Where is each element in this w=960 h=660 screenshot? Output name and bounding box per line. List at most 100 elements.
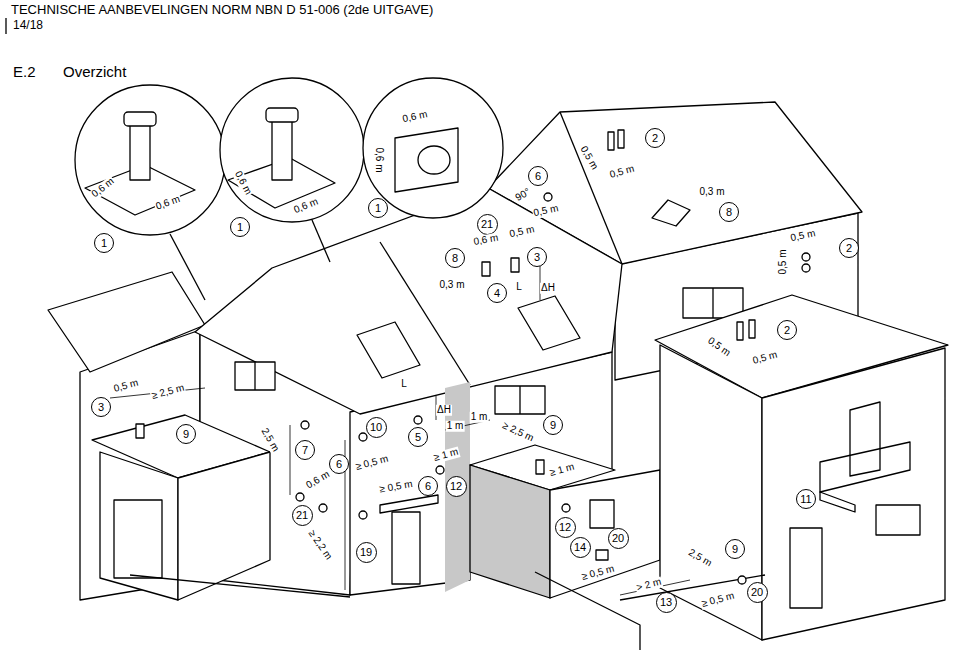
dimension-label: > 2 m — [634, 576, 663, 593]
callout-text: 19 — [360, 547, 372, 558]
window-frame — [254, 362, 255, 390]
door — [790, 528, 822, 608]
wall-duct — [820, 492, 855, 512]
chimney-cap — [124, 112, 156, 126]
balcony — [820, 442, 910, 492]
dimension-label: 0,5 m — [532, 203, 561, 219]
house-wall — [762, 348, 945, 640]
callout-text: 5 — [415, 432, 421, 443]
roof-outlet — [482, 262, 490, 276]
dimension-label: ≥ 2,5 m — [500, 420, 536, 444]
callout-text: 11 — [800, 494, 811, 505]
dimension-label: 0,5 m — [751, 349, 780, 366]
callout-text: 9 — [550, 420, 556, 431]
dimension-label: 0,5 m — [789, 228, 818, 244]
chimney-cowl — [130, 122, 150, 180]
callout-number: 20 — [608, 528, 629, 549]
dimension-label: ≥ 2,5 m — [150, 382, 187, 401]
heading-text: Overzicht — [62, 64, 127, 80]
door — [392, 512, 420, 584]
dimension-label: 0,6 m — [304, 469, 333, 492]
callout-text: 1 — [101, 238, 107, 249]
margin-bar — [5, 18, 6, 34]
dimension-label: 1 m — [470, 412, 489, 423]
callout-number: 1 — [368, 198, 388, 218]
callout-number: 10 — [366, 417, 387, 438]
dimension-label: 0,6 m — [401, 109, 430, 125]
callout-text: 21 — [296, 510, 308, 521]
annex-wall — [550, 470, 660, 598]
dimension-lines — [110, 262, 690, 595]
dimension-label: 0,3 m — [438, 280, 465, 291]
window — [590, 500, 614, 528]
roof-outlet — [136, 424, 144, 438]
dimension-label: 0,3 m — [698, 187, 725, 198]
dimension-label: ΔH — [540, 283, 556, 294]
dimension-label: 0,6 m — [154, 193, 183, 212]
window — [235, 362, 275, 390]
extension-wall — [470, 465, 550, 598]
callout-text: 9 — [732, 544, 738, 555]
dimension-label: 0,5 m — [508, 224, 537, 240]
dimension-label: 2,5 m — [686, 547, 715, 570]
chimney-cowl — [272, 118, 292, 180]
callout-number: 11 — [796, 489, 816, 509]
dimension-label: ≥ 1 m — [548, 461, 577, 478]
dormer-outlet — [652, 200, 690, 226]
detail-circle — [220, 78, 364, 222]
detail-circle — [75, 85, 225, 235]
roof-outlet — [536, 460, 544, 474]
detail-circle — [363, 78, 503, 218]
dimension-label: 0,6 m — [472, 232, 500, 247]
callout-number: 1 — [94, 233, 114, 253]
heading-text: E.2 — [12, 64, 37, 80]
callout-number: 20 — [747, 582, 768, 603]
callout-text: 9 — [183, 429, 189, 440]
window — [495, 386, 545, 414]
callout-number: 21 — [477, 214, 498, 235]
callout-number: 6 — [329, 454, 349, 474]
callout-text: 1 — [375, 203, 381, 214]
skylight — [357, 322, 420, 378]
dimension-label: 1 m — [446, 421, 465, 432]
callout-text: 20 — [751, 587, 763, 598]
callout-number: 6 — [528, 166, 548, 186]
skylight — [518, 296, 580, 350]
callout-text: 14 — [574, 542, 586, 553]
callout-number: 1 — [230, 217, 250, 237]
leader-line — [312, 220, 330, 262]
dimension-label: 0,5 m — [112, 377, 141, 394]
callout-number: 13 — [656, 592, 677, 613]
callout-text: 8 — [726, 207, 732, 218]
callout-number: 9 — [176, 424, 196, 444]
dimension-label: 0,5 m — [778, 248, 789, 275]
canopy — [380, 495, 438, 513]
callout-text: 3 — [98, 402, 104, 413]
dimension-label: ≥ 0,5 m — [580, 563, 617, 582]
wall-terminals — [296, 193, 810, 584]
callout-number: 8 — [719, 202, 739, 222]
wall-box — [596, 550, 608, 560]
dimension-label: L — [400, 379, 408, 390]
callout-number: 2 — [645, 128, 665, 148]
dimension-label: ≥ 0,5 m — [354, 453, 391, 472]
callout-text: 7 — [302, 445, 308, 456]
callout-text: 4 — [494, 288, 500, 299]
callout-text: 1 — [237, 222, 243, 233]
dimension-label: 0,6 m — [89, 176, 117, 201]
callout-text: 6 — [336, 459, 342, 470]
garage-door — [114, 500, 162, 578]
heading-text: TECHNISCHE AANBEVELINGEN NORM NBN D 51-0… — [10, 3, 434, 17]
ground-line — [130, 575, 350, 597]
callout-text: 8 — [452, 253, 458, 264]
balcony-door — [850, 402, 880, 476]
dimension-label: L — [515, 282, 523, 293]
dimension-label: ΔH — [436, 405, 452, 416]
callout-number: 12 — [555, 517, 576, 538]
roof-outlet — [749, 320, 755, 338]
callout-number: 7 — [295, 440, 315, 460]
callout-text: 13 — [660, 597, 672, 608]
roof-outlet — [511, 258, 519, 272]
window-frame — [712, 288, 713, 318]
